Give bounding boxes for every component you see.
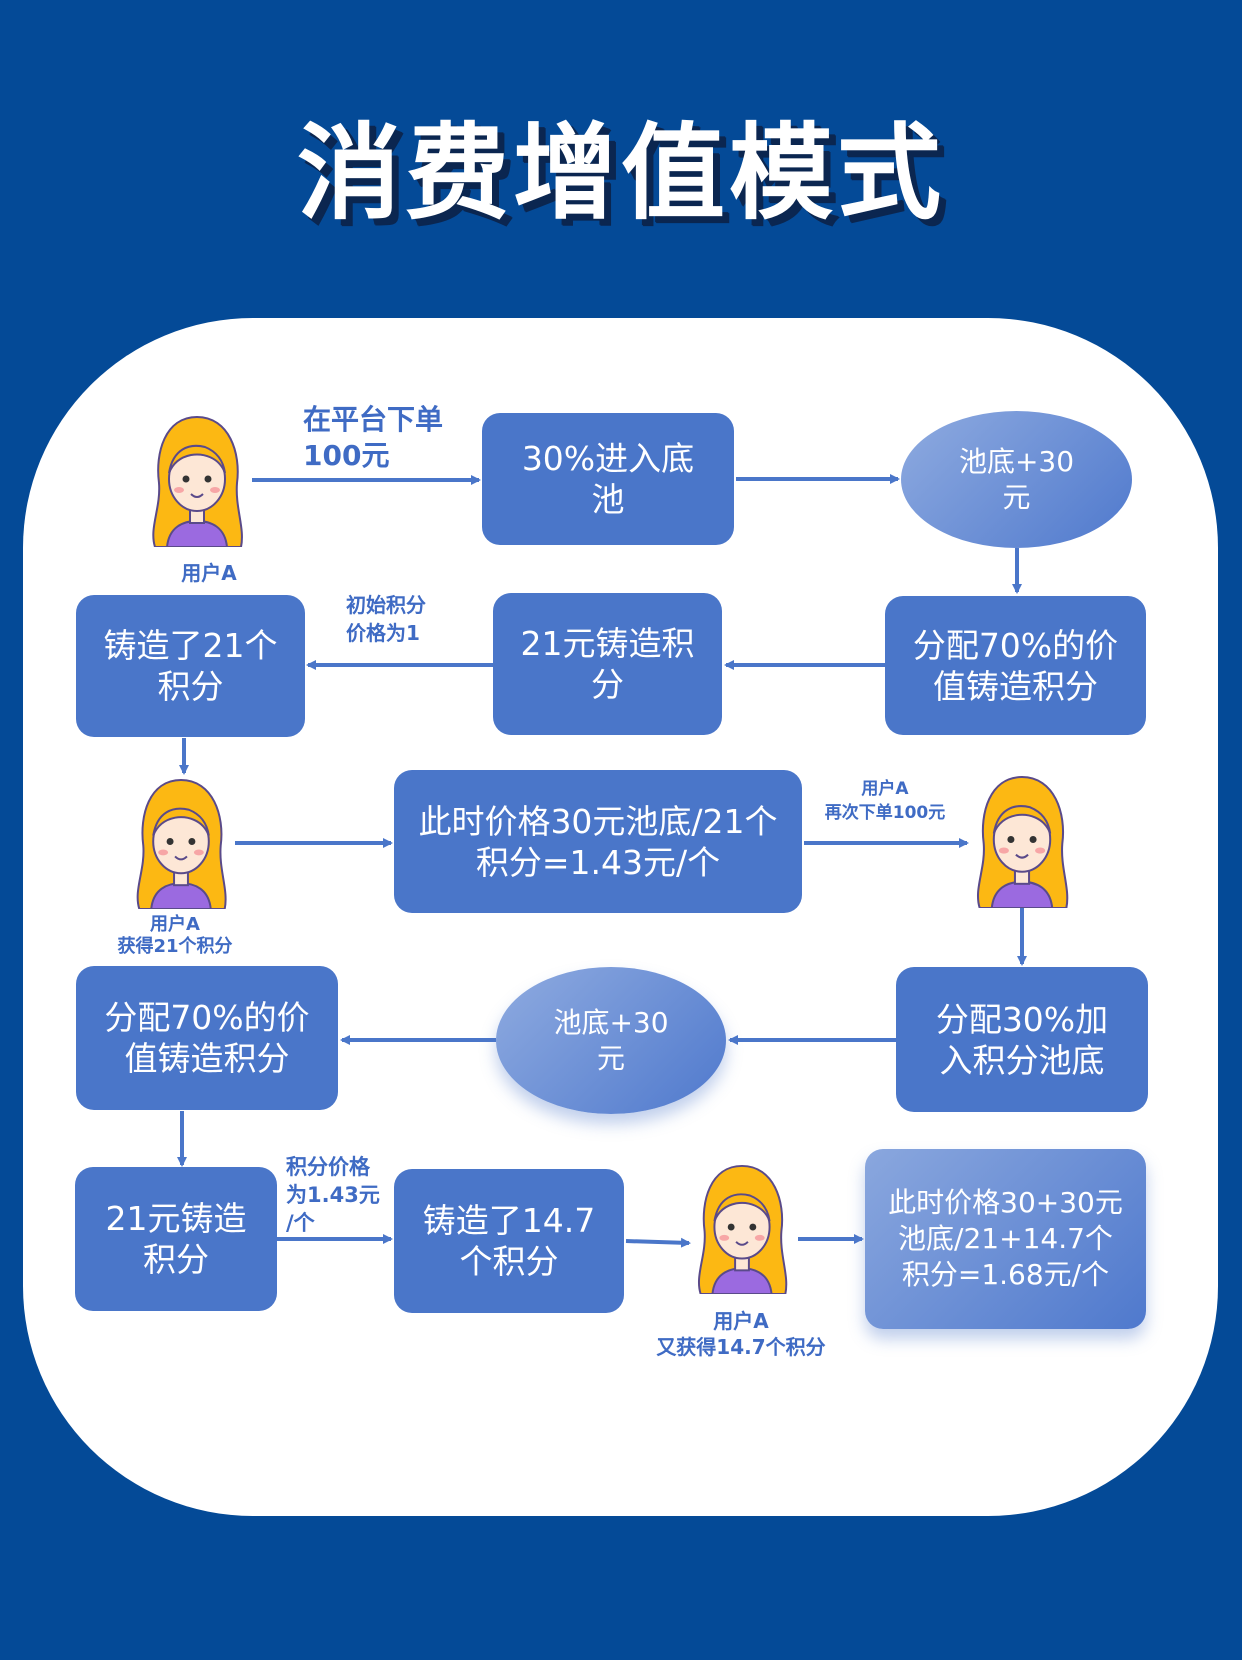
user-avatar-icon bbox=[969, 773, 1075, 910]
pool-plus-30-ellipse: 池底+30 元 bbox=[901, 411, 1132, 548]
order-100-label: 在平台下单 100元 bbox=[303, 403, 444, 472]
user-avatar-icon bbox=[690, 1162, 794, 1295]
distribute-30-box: 分配30%加 入积分池底 bbox=[896, 967, 1148, 1112]
distribute-70-box: 分配70%的价 值铸造积分 bbox=[885, 596, 1146, 735]
user-a-label: 用户A bbox=[181, 561, 237, 585]
minted-14-7-box: 铸造了14.7 个积分 bbox=[394, 1169, 624, 1313]
minted-21-box: 铸造了21个 积分 bbox=[76, 595, 305, 737]
user-avatar-icon bbox=[129, 776, 233, 910]
distribute-70-box-2: 分配70%的价 值铸造积分 bbox=[76, 966, 338, 1110]
price-143-label: 积分价格 为1.43元 /个 bbox=[286, 1155, 380, 1235]
user-avatar-icon bbox=[145, 413, 249, 548]
pool-in-box: 30%进入底 池 bbox=[482, 413, 734, 545]
price-143-box: 此时价格30元池底/21个 积分=1.43元/个 bbox=[394, 770, 802, 913]
price-168-box: 此时价格30+30元 池底/21+14.7个 积分=1.68元/个 bbox=[865, 1149, 1146, 1329]
mint-21-box: 21元铸造积 分 bbox=[493, 593, 722, 735]
page-title: 消费增值模式 bbox=[296, 112, 945, 234]
user-a-got-14-7-label: 用户A 又获得14.7个积分 bbox=[656, 1309, 826, 1359]
pool-plus-30-ellipse-2: 池底+30 元 bbox=[496, 967, 726, 1114]
user-a-got-21-label: 用户A 获得21个积分 bbox=[117, 914, 233, 957]
initial-price-label: 初始积分 价格为1 bbox=[346, 593, 426, 645]
reorder-label: 用户A 再次下单100元 bbox=[824, 779, 946, 823]
mint-21-box-2: 21元铸造 积分 bbox=[75, 1167, 277, 1311]
